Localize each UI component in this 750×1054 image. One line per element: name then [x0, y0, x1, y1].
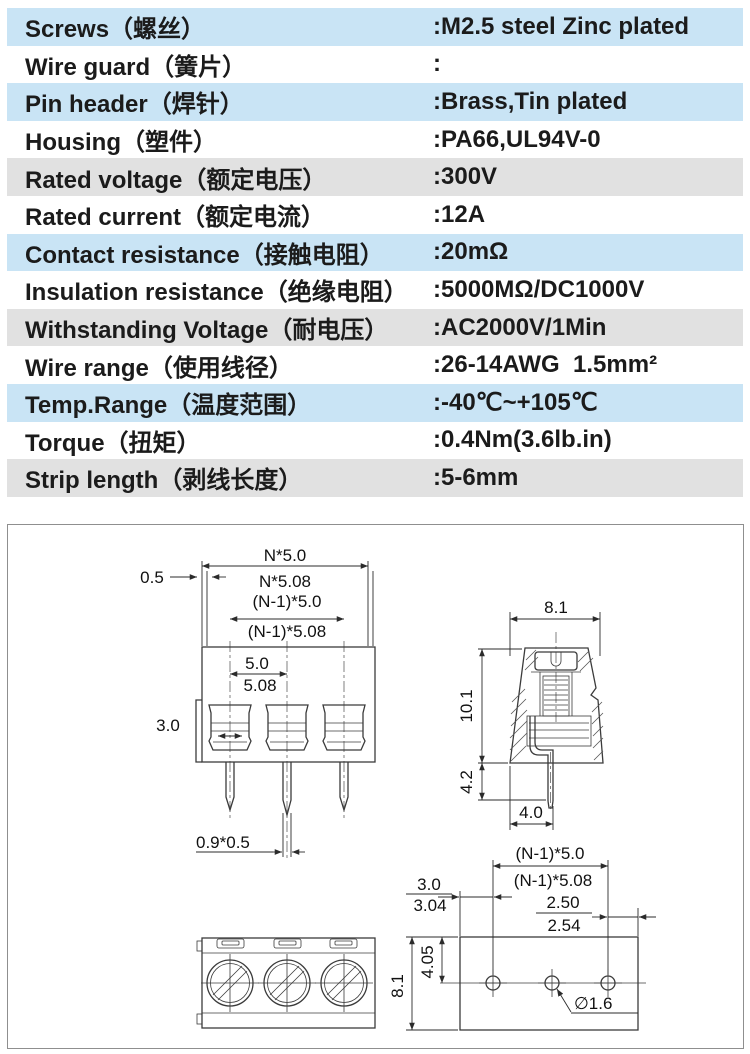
spec-label: Rated current（额定电流） [25, 204, 326, 232]
dim-front-n1-50: (N-1)*5.0 [253, 592, 322, 611]
spec-value: :5000MΩ/DC1000V [433, 275, 645, 303]
dim-fp-hole-dia: ∅1.6 [574, 994, 612, 1013]
spec-label: Housing（塑件） [25, 129, 217, 157]
spec-label: Temp.Range（温度范围） [25, 392, 312, 420]
spec-value: :300V [433, 163, 498, 191]
spec-value: :20mΩ [433, 238, 509, 266]
dim-front-pin-section: 0.9*0.5 [196, 833, 250, 852]
spec-label: Withstanding Voltage（耐电压） [25, 317, 389, 345]
dim-side-height: 10.1 [457, 689, 476, 722]
technical-drawing-box: N*5.0 0.5 N*5.08 (N-1)*5.0 (N-1)*5.08 5.… [7, 524, 744, 1049]
spec-row-3: Housing（塑件） :PA66,UL94V-0 [7, 120, 743, 159]
spec-row-12: Strip length（剥线长度） :5-6mm [7, 459, 743, 497]
dim-front-pitch508: 5.08 [243, 676, 276, 695]
spec-row-6: Contact resistance（接触电阻） :20mΩ [7, 233, 743, 272]
footprint-view: (N-1)*5.0 (N-1)*5.08 3.0 3.04 2.50 2.54 [388, 844, 656, 1031]
spec-row-5: Rated current（额定电流） :12A [7, 195, 743, 234]
side-view: 8.1 10.1 4.2 4.0 [457, 598, 604, 830]
spec-value: :0.4Nm(3.6lb.in) [433, 426, 612, 454]
spec-label: Wire range（使用线径） [25, 354, 293, 382]
spec-row-7: Insulation resistance（绝缘电阻） :5000MΩ/DC100… [7, 271, 743, 309]
spec-value: :Brass,Tin plated [433, 87, 628, 115]
dim-side-width-bottom: 4.0 [519, 803, 543, 822]
spec-row-1: Wire guard（簧片）: [7, 45, 743, 84]
spec-label: Wire guard（簧片） [25, 53, 247, 81]
dim-fp-n1-508: (N-1)*5.08 [514, 871, 592, 890]
dim-front-offset: 0.5 [140, 568, 164, 587]
spec-row-2: Pin header（焊针） :Brass,Tin plated [7, 83, 743, 121]
dim-front-opening: 3.0 [156, 716, 180, 735]
spec-row-8: Withstanding Voltage（耐电压） :AC2000V/1Min [7, 308, 743, 347]
spec-value: :12A [433, 200, 486, 228]
spec-label: Torque（扭矩） [25, 429, 201, 457]
spec-label: Strip length（剥线长度） [25, 467, 303, 495]
dim-fp-edge-304: 3.04 [413, 896, 446, 915]
spec-value: :-40℃~+105℃ [433, 389, 598, 417]
spec-value: :PA66,UL94V-0 [433, 125, 601, 153]
spec-label: Screws（螺丝） [25, 16, 206, 44]
spec-label: Pin header（焊针） [25, 91, 244, 119]
top-view [196, 937, 376, 1029]
spec-value: :M2.5 steel Zinc plated [433, 12, 690, 40]
dim-fp-edge-30: 3.0 [417, 875, 441, 894]
dim-front-pitch50: 5.0 [245, 654, 269, 673]
dim-fp-n1-50: (N-1)*5.0 [516, 844, 585, 863]
spec-value: :AC2000V/1Min [433, 313, 607, 341]
dimension-drawing-svg: N*5.0 0.5 N*5.08 (N-1)*5.0 (N-1)*5.08 5.… [140, 546, 656, 1031]
spec-row-4: Rated voltage（额定电压） :300V [7, 158, 743, 196]
spec-row-0: Screws（螺丝） :M2.5 steel Zinc plated [7, 8, 743, 46]
dim-front-n1-508: (N-1)*5.08 [248, 622, 326, 641]
spec-row-9: Wire range（使用线径） :26-14AWG 1.5mm² [7, 346, 743, 384]
dim-fp-hole-offset: 4.05 [418, 945, 437, 978]
dim-fp-half-254: 2.54 [547, 916, 580, 935]
spec-label: Rated voltage（额定电压） [25, 166, 327, 194]
dim-front-n50: N*5.0 [264, 546, 307, 565]
dim-fp-half-250: 2.50 [546, 893, 579, 912]
spec-value: :5-6mm [433, 463, 519, 491]
dim-side-width-top: 8.1 [544, 598, 568, 617]
dim-side-pin-length: 4.2 [457, 770, 476, 794]
spec-value: : [433, 50, 441, 78]
dim-fp-depth: 8.1 [388, 974, 407, 998]
spec-label: Insulation resistance（绝缘电阻） [25, 279, 408, 307]
spec-row-11: Torque（扭矩） :0.4Nm(3.6lb.in) [7, 421, 743, 460]
spec-row-10: Temp.Range（温度范围） :-40℃~+105℃ [7, 383, 743, 422]
dim-front-n508: N*5.08 [259, 572, 311, 591]
spec-value: :26-14AWG 1.5mm² [433, 351, 658, 379]
spec-label: Contact resistance（接触电阻） [25, 241, 384, 269]
front-view: N*5.0 0.5 N*5.08 (N-1)*5.0 (N-1)*5.08 5.… [140, 546, 376, 858]
